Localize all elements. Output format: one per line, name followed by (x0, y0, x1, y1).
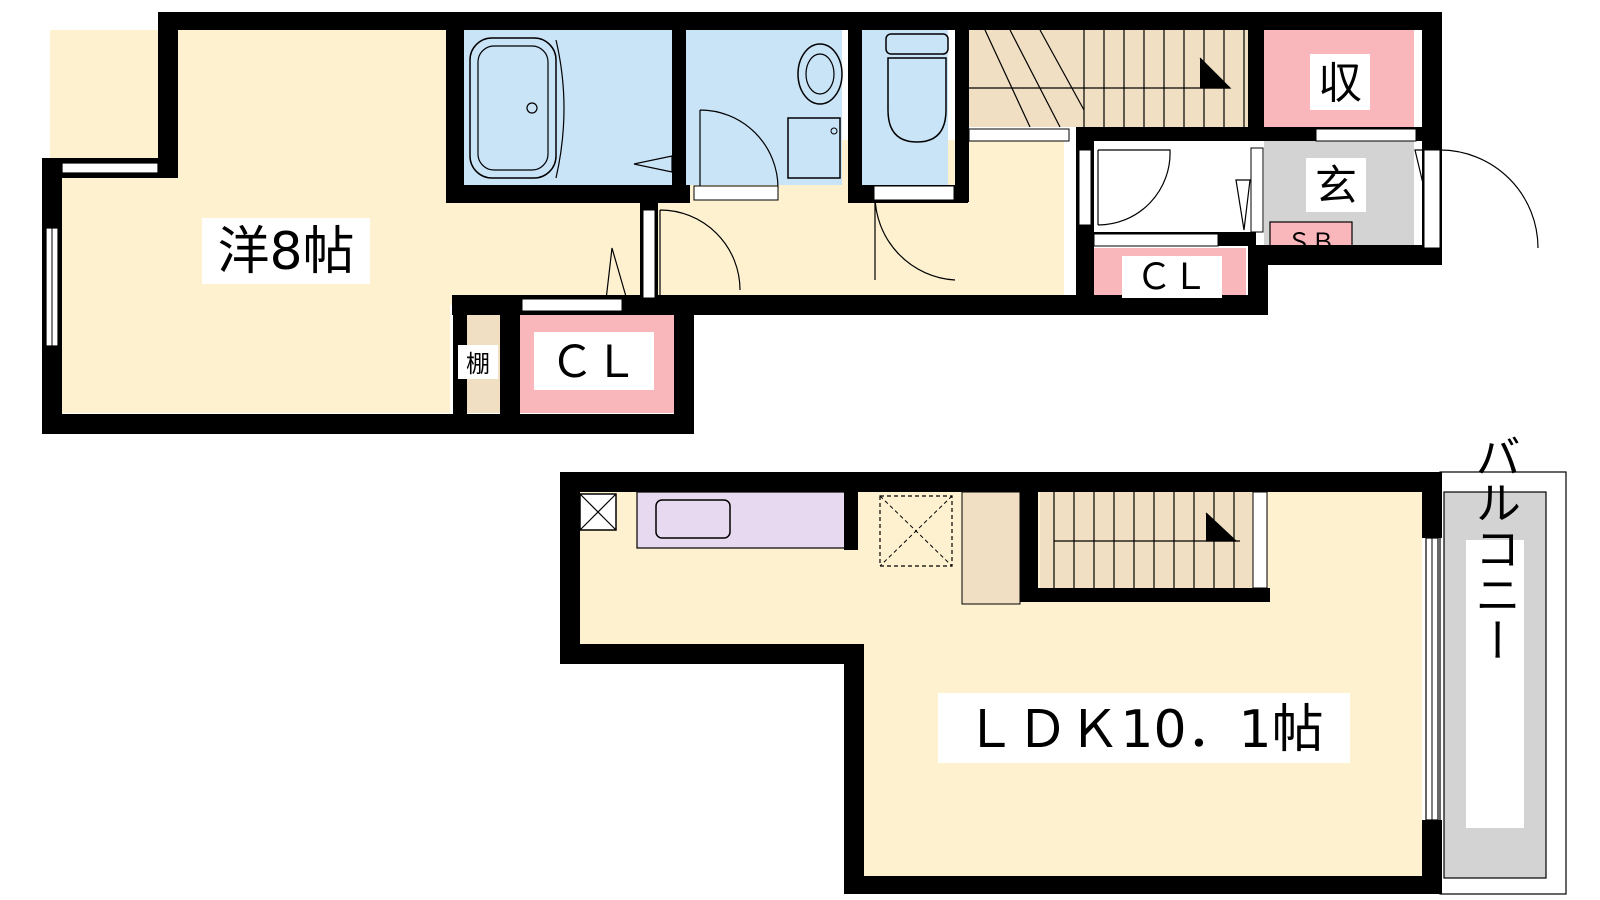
opening-entrance-step (1250, 147, 1264, 233)
washer-pan (787, 117, 841, 179)
drain-icon (526, 102, 538, 114)
label-western-room: 洋8帖 (217, 222, 354, 282)
stairs-lines-lower (1053, 492, 1240, 590)
stair-storage (961, 491, 1021, 605)
sink-basin (805, 53, 835, 95)
window-west-top (61, 162, 159, 174)
label-entrance: 玄 (1315, 161, 1357, 210)
lower-floor (560, 471, 1567, 895)
opening-toilet (873, 185, 955, 201)
room-labels: 洋8帖 ＬＤＫ10．1帖 ＣＬ ＣＬ 収 玄 ＳＢ 棚 バルコニー (202, 54, 1524, 828)
label-closet-western: ＣＬ (550, 337, 638, 388)
toilet-tank (885, 33, 949, 55)
kitchen-sink (655, 499, 731, 539)
upper-floor (42, 12, 1539, 434)
opening-stairs-lower (1252, 491, 1268, 589)
opening-hall-door (1078, 149, 1092, 226)
toilet-bowl (887, 57, 947, 143)
opening-stairs (968, 128, 1070, 142)
label-shelf: 棚 (466, 350, 490, 378)
walls-lower (560, 472, 1442, 894)
opening-washroom (693, 185, 779, 201)
sink (797, 43, 843, 105)
opening-closet-western (521, 298, 623, 312)
opening-hall-closet (1093, 233, 1219, 247)
stairs-lines-upper (962, 29, 1245, 128)
label-closet-hall: ＣＬ (1136, 257, 1208, 298)
bathtub (469, 37, 557, 179)
opening-entrance-door (1423, 149, 1441, 249)
bathtub-inner (477, 45, 549, 171)
label-storage: 収 (1318, 58, 1362, 109)
opening-western-door (642, 209, 656, 299)
opening-storage (1315, 128, 1417, 142)
label-ldk: ＬＤＫ10．1帖 (964, 700, 1323, 760)
label-balcony: バルコニー (1468, 433, 1522, 663)
label-shoe-box: ＳＢ (1287, 228, 1335, 256)
